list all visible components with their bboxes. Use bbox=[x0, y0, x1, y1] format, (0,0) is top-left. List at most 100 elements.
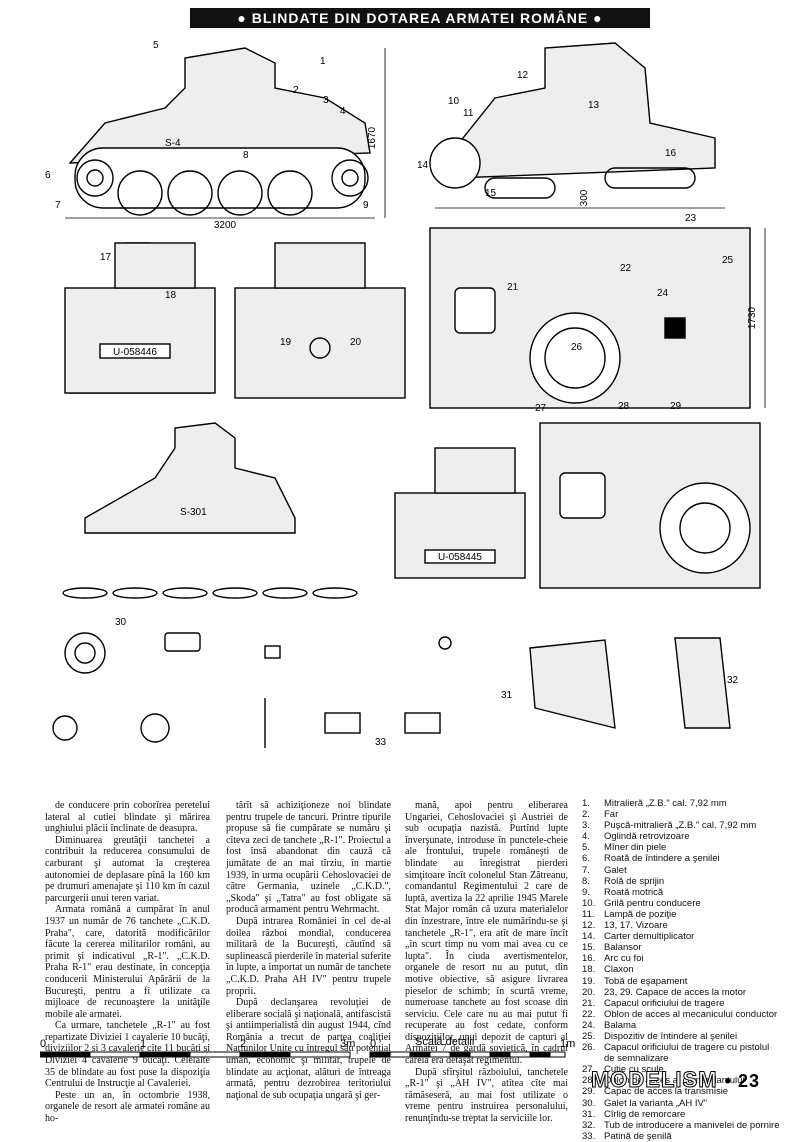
legend-text: Balama bbox=[604, 1019, 637, 1031]
callout-20: 20 bbox=[350, 337, 362, 348]
callout-1: 1 bbox=[320, 56, 326, 67]
variant-top-view-drawing bbox=[539, 422, 761, 589]
legend-text: Roată motrică bbox=[604, 886, 664, 898]
callout-31: 31 bbox=[501, 690, 513, 701]
callout-27: 27 bbox=[535, 403, 547, 414]
callout-25: 25 bbox=[722, 255, 734, 266]
callout-24: 24 bbox=[657, 288, 669, 299]
legend-number: 14. bbox=[582, 931, 596, 943]
legend-item: 20.23, 29. Capace de acces la motor bbox=[582, 987, 782, 998]
legend-item: 32.Tub de introducere a manivelei de por… bbox=[582, 1120, 782, 1131]
legend-item: 22. Oblon de acces al mecanicului conduct… bbox=[582, 1009, 782, 1020]
callout-23: 23 bbox=[685, 213, 697, 224]
article-column-1: de conducere prin coborîrea peretelui la… bbox=[45, 800, 210, 1125]
callout-13: 13 bbox=[588, 100, 600, 111]
front-view-drawing: U-058446 bbox=[64, 242, 216, 394]
legend-text: Oblon de acces al mecanicului conductor bbox=[604, 1008, 778, 1020]
tank-drawings: U-058446 U-058445 bbox=[45, 40, 766, 748]
article-paragraph: de conducere prin coborîrea peretelui la… bbox=[45, 800, 210, 835]
legend-number: 6. bbox=[582, 853, 590, 865]
legend-item: 30. Galet la varianta „AH IV" bbox=[582, 1098, 782, 1109]
legend-item: 15.Balansor bbox=[582, 942, 782, 953]
legend-number: 5. bbox=[582, 842, 590, 854]
legend-text: Grilă pentru conducere bbox=[604, 897, 701, 909]
callout-15: 15 bbox=[485, 188, 497, 199]
legend-text: Capacul orificiului de tragere cu pistol… bbox=[604, 1042, 770, 1065]
legend-item: 4. Oglindă retrovizoare bbox=[582, 831, 782, 842]
page-number: • 23 bbox=[724, 1071, 760, 1091]
callout-10: 10 bbox=[448, 96, 460, 107]
dimension-clearance: 300 bbox=[579, 189, 590, 206]
callout-6: 6 bbox=[45, 170, 51, 181]
article-paragraph: După intrarea României în cel de-al doil… bbox=[226, 915, 391, 997]
callout-30: 30 bbox=[115, 617, 127, 628]
legend-item: 9. Roată motrică bbox=[582, 887, 782, 898]
legend-number: 28. bbox=[582, 1075, 596, 1087]
legend-number: 18. bbox=[582, 964, 596, 976]
callout-18: 18 bbox=[165, 290, 177, 301]
legend-number: 19. bbox=[582, 975, 596, 987]
dimension-length: 3200 bbox=[214, 220, 237, 231]
legend-item: 18. Claxon bbox=[582, 964, 782, 975]
side-view-drawing bbox=[65, 47, 386, 219]
detail-drawings bbox=[52, 632, 731, 748]
legend-item: 3. Puşcă-mitralieră „Z.B." cal. 7,92 mm bbox=[582, 820, 782, 831]
legend-text: Balansor bbox=[604, 942, 642, 954]
legend-item: 27.Cutie cu scule bbox=[582, 1064, 782, 1075]
callout-14: 14 bbox=[417, 160, 429, 171]
legend-number: 30. bbox=[582, 1097, 596, 1109]
variant-side-view-drawing bbox=[62, 422, 358, 599]
legend-number: 16. bbox=[582, 953, 596, 965]
legend-item: 25.Dispozitiv de întindere al şenilei bbox=[582, 1031, 782, 1042]
callout-4: 4 bbox=[340, 106, 346, 117]
legend-number: 29. bbox=[582, 1086, 596, 1098]
page-header: ● BLINDATE DIN DOTAREA ARMATEI ROMÂNE ● bbox=[190, 8, 650, 28]
legend-number: 2. bbox=[582, 809, 590, 821]
legend-text: Mitralieră „Z.B." cal. 7,92 mm bbox=[604, 798, 727, 809]
legend-number: 33. bbox=[582, 1130, 596, 1142]
legend-number: 11. bbox=[582, 908, 595, 920]
callout-12: 12 bbox=[517, 70, 529, 81]
side-number-2: S-301 bbox=[180, 507, 207, 518]
callout-2: 2 bbox=[293, 85, 299, 96]
dimension-height-front: 1730 bbox=[747, 306, 758, 329]
legend-item: 1.Mitralieră „Z.B." cal. 7,92 mm bbox=[582, 798, 782, 809]
scale-bars: 0 1 2 3m 0 Scală detalii 1m bbox=[40, 1036, 575, 1058]
article-column-3: mană, apoi pentru eliberarea Ungariei, C… bbox=[405, 800, 568, 1125]
legend-item: 21.Capacul orificiului de tragere bbox=[582, 998, 782, 1009]
detail-scale-label: Scală detalii bbox=[415, 1036, 474, 1048]
legend-number: 9. bbox=[582, 886, 590, 898]
legend-text: Claxon bbox=[604, 964, 634, 976]
legend-text: Roată de întindere a şenilei bbox=[604, 853, 720, 865]
legend-number: 22. bbox=[582, 1008, 596, 1020]
callout-32: 32 bbox=[727, 675, 739, 686]
legend-text: 13, 17. Vizoare bbox=[604, 920, 668, 932]
legend-item: 33.Patină de şenilă bbox=[582, 1131, 782, 1142]
scale-1: 1 bbox=[140, 1038, 146, 1050]
legend-text: Oglindă retrovizoare bbox=[604, 831, 690, 843]
side-number-1: S-4 bbox=[165, 138, 181, 149]
legend-text: Galet la varianta „AH IV" bbox=[604, 1097, 708, 1109]
detail-scale-1m: 1m bbox=[560, 1038, 575, 1050]
legend-number: 3. bbox=[582, 820, 590, 832]
legend-number: 7. bbox=[582, 864, 590, 876]
legend-item: 16.Arc cu foi bbox=[582, 953, 782, 964]
legend-item: 26.Capacul orificiului de tragere cu pis… bbox=[582, 1042, 782, 1064]
legend-number: 25. bbox=[582, 1030, 596, 1042]
legend-item: 8.Rolă de sprijin bbox=[582, 876, 782, 887]
legend-text: Puşcă-mitralieră „Z.B." cal. 7,92 mm bbox=[604, 820, 757, 832]
legend-item: 7.Galet bbox=[582, 865, 782, 876]
article-column-2: tărît să achiziţioneze noi blindate pent… bbox=[226, 800, 391, 1101]
plate-label-1: U-058446 bbox=[113, 347, 157, 358]
callout-17: 17 bbox=[100, 252, 112, 263]
legend-number: 4. bbox=[582, 831, 590, 843]
legend-text: Cutie cu scule bbox=[604, 1064, 664, 1076]
article-paragraph: După sfîrşitul războiului, tanchetele „R… bbox=[405, 1066, 568, 1125]
rear-view-drawing bbox=[234, 242, 406, 399]
detail-scale-0: 0 bbox=[370, 1038, 376, 1050]
legend-item: 10.Grilă pentru conducere bbox=[582, 898, 782, 909]
callout-33: 33 bbox=[375, 737, 387, 748]
scale-3m: 3m bbox=[340, 1038, 355, 1050]
legend-text: Carter demultiplicator bbox=[604, 931, 695, 943]
top-view-drawing bbox=[429, 227, 766, 409]
